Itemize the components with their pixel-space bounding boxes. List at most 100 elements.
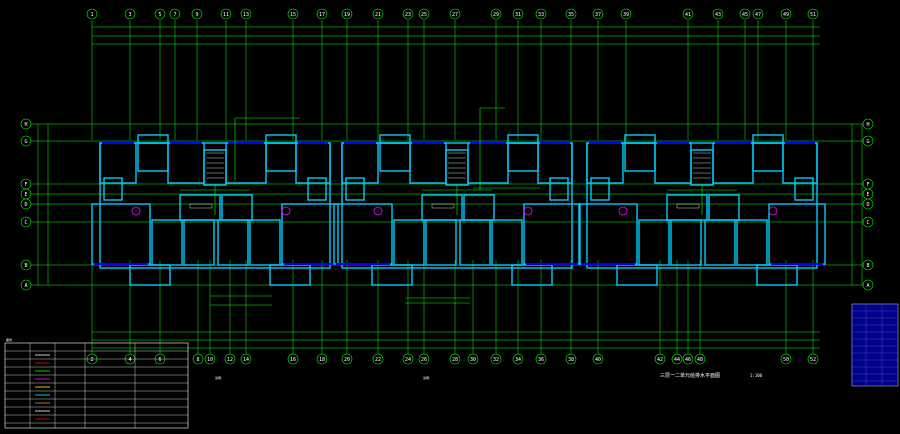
grid-bubble-label: 42	[657, 357, 663, 363]
grid-bubble	[512, 8, 524, 20]
grid-bubble	[418, 8, 430, 20]
grid-bubble-label: 18	[319, 357, 325, 363]
pipe-legend-bg	[851, 303, 899, 387]
wall-outline	[708, 194, 740, 221]
wall-outline	[421, 194, 463, 221]
grid-bubble	[154, 8, 166, 20]
wall-outline	[549, 177, 569, 201]
grid-bubble-label: 10	[207, 357, 213, 363]
wall-outline	[103, 177, 123, 201]
grid-bubble	[490, 353, 502, 365]
grid-bubble-label: H	[866, 122, 869, 128]
grid-bubble-label: 46	[685, 357, 691, 363]
wall-outline	[616, 264, 658, 286]
grid-bubble	[654, 353, 666, 365]
grid-bubble-label: 25	[421, 12, 427, 18]
grid-bubble-label: 14	[243, 357, 249, 363]
grid-bubble-label: 16	[290, 357, 296, 363]
grid-bubble-label: 36	[538, 357, 544, 363]
grid-bubble	[372, 353, 384, 365]
wall-outline	[371, 264, 413, 286]
wall-outline	[467, 142, 509, 184]
grid-bubble-label: A	[866, 283, 869, 289]
grid-lines	[30, 20, 870, 355]
grid-bubble-label: 49	[783, 12, 789, 18]
wall-outline	[670, 219, 702, 266]
wall-outline	[425, 219, 457, 266]
grid-bubble	[449, 353, 461, 365]
grid-bubble-label: 40	[595, 357, 601, 363]
wall-outline	[307, 177, 327, 201]
wall-outline	[345, 177, 365, 201]
wall-outline	[459, 219, 491, 266]
notes-left: 说明：	[215, 376, 405, 381]
grid-bubble	[862, 279, 874, 291]
wall-outline	[654, 142, 692, 184]
wall-outline	[137, 134, 169, 144]
grid-bubble	[780, 353, 792, 365]
grid-bubble	[20, 198, 32, 210]
grid-bubble-label: 31	[515, 12, 521, 18]
grid-bubble-label: 29	[493, 12, 499, 18]
grid-bubble	[287, 353, 299, 365]
grid-bubble-label: 47	[755, 12, 761, 18]
grid-bubble	[862, 198, 874, 210]
wall-outline	[586, 142, 624, 184]
grid-bubble	[402, 8, 414, 20]
wall-outline	[712, 142, 754, 184]
grid-bubble	[862, 216, 874, 228]
wall-outline	[217, 219, 249, 266]
grid-bubble	[565, 353, 577, 365]
grid-bubble-label: 24	[405, 357, 411, 363]
wall-outline	[333, 203, 393, 265]
wall-outline	[129, 264, 171, 286]
grid-bubble	[712, 8, 724, 20]
grid-bubble-label: 2	[90, 357, 93, 363]
room-mark-circle	[618, 206, 628, 216]
grid-bubble-label: 51	[810, 12, 816, 18]
grid-bubble-label: 41	[685, 12, 691, 18]
grid-bubble-label: 20	[344, 357, 350, 363]
wall-outline	[586, 142, 818, 269]
grid-bubble-label: 26	[421, 357, 427, 363]
grid-bubble	[671, 353, 683, 365]
grid-bubble-label: 5	[158, 12, 161, 18]
grid-bubble	[20, 279, 32, 291]
grid-bubble-label: 9	[195, 12, 198, 18]
grid-bubble	[287, 8, 299, 20]
grid-bubble-label: 6	[158, 357, 161, 363]
grid-bubble-label: 21	[375, 12, 381, 18]
grid-bubble	[592, 8, 604, 20]
grid-bubble	[372, 8, 384, 20]
wall-outline	[167, 142, 205, 184]
grid-bubble	[620, 8, 632, 20]
grid-bubble	[20, 118, 32, 130]
grid-bubble	[316, 353, 328, 365]
wall-outline	[295, 142, 331, 184]
grid-bubble-label: C	[24, 220, 27, 226]
wall-outline	[736, 219, 768, 266]
grid-bubble	[220, 8, 232, 20]
wall-outline	[624, 142, 656, 172]
grid-bubble	[86, 8, 98, 20]
grid-bubble	[20, 135, 32, 147]
wall-outline	[341, 142, 573, 269]
grid-bubble	[20, 259, 32, 271]
grid-bubble	[682, 8, 694, 20]
wall-outline	[99, 142, 137, 184]
grid-bubble-label: 27	[452, 12, 458, 18]
grid-bubble-label: 43	[715, 12, 721, 18]
grid-bubble	[20, 216, 32, 228]
grid-bubble	[565, 8, 577, 20]
grid-bubble	[224, 353, 236, 365]
grid-bubble-label: 15	[290, 12, 296, 18]
grid-bubble	[449, 8, 461, 20]
grid-bubble	[780, 8, 792, 20]
wall-outline	[752, 134, 784, 144]
grid-bubble-label: 37	[595, 12, 601, 18]
wall-outline	[507, 134, 539, 144]
grid-bubble	[204, 353, 216, 365]
grid-bubble	[467, 353, 479, 365]
grid-bubble	[592, 353, 604, 365]
